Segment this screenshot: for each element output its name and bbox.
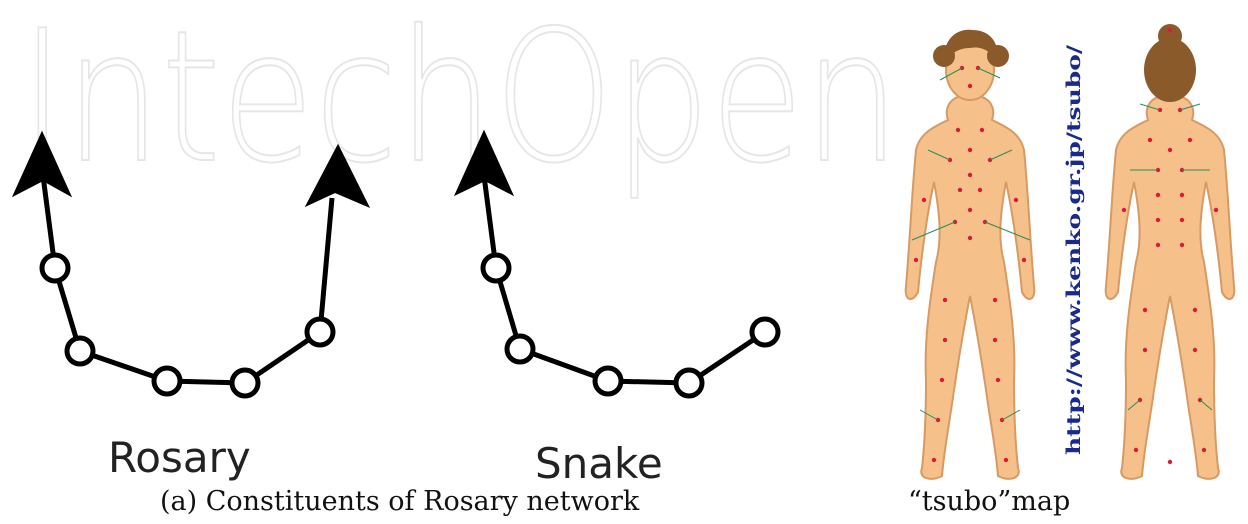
rosary-label: Rosary [108, 433, 251, 482]
rosary-diagram [11, 130, 371, 399]
snake-arrowhead [453, 129, 515, 197]
front-hair [943, 29, 999, 64]
rosary-edge [39, 167, 58, 269]
tsubo-back-figure [1104, 24, 1236, 480]
tsubo-front-figure [904, 29, 1036, 480]
front-label-lines [911, 67, 1031, 421]
rosary-node [39, 252, 71, 284]
snake-edge [480, 167, 499, 269]
back-hair-bun [1158, 24, 1182, 48]
front-acupoints [913, 65, 1027, 463]
snake-node [749, 316, 781, 348]
front-body-silhouette [904, 95, 1036, 480]
front-hair-bun-right [987, 45, 1009, 67]
back-body-silhouette [1104, 95, 1236, 480]
rosary-arrowhead-right [304, 143, 371, 208]
snake-label: Snake [535, 439, 663, 488]
watermark: IntechOpen [20, 0, 900, 203]
tsubo-url: http://www.kenko.gr.jp/tsubo/ [1063, 45, 1085, 455]
caption-rosary-network: (a) Constituents of Rosary network [160, 486, 640, 517]
rosary-arrowhead-left [11, 130, 73, 198]
back-head [1144, 38, 1196, 102]
back-label-lines [1127, 103, 1213, 411]
rosary-node [304, 316, 336, 348]
snake-node [673, 367, 705, 399]
snake-node [504, 333, 536, 365]
front-hair-bun-left [933, 45, 955, 67]
caption-tsubo-map: “tsubo”map [908, 486, 1070, 517]
rosary-edge [317, 197, 335, 333]
snake-node [592, 365, 624, 397]
rosary-node [64, 335, 96, 367]
rosary-node [229, 367, 261, 399]
snake-edge [519, 346, 609, 384]
rosary-node [151, 365, 183, 397]
snake-node [480, 252, 512, 284]
snake-diagram [453, 129, 781, 399]
